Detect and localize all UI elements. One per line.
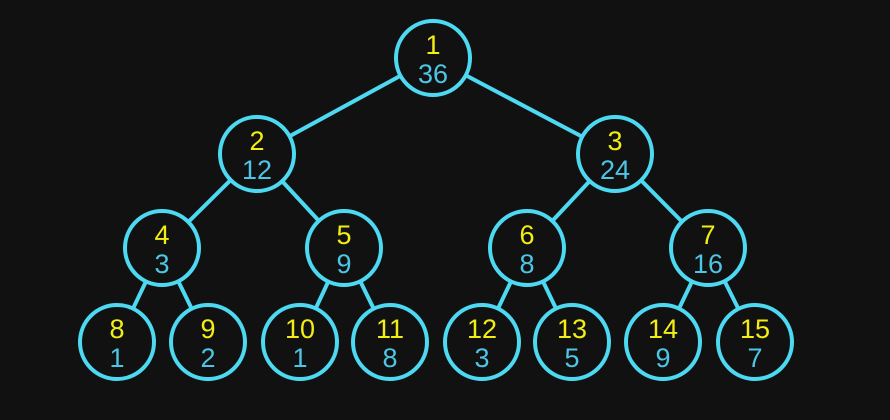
tree-node-value: 9 <box>336 249 351 279</box>
tree-node-circle <box>443 303 521 381</box>
tree-node-value: 8 <box>382 343 397 373</box>
tree-node-index: 1 <box>425 30 440 60</box>
tree-node-circle <box>576 115 654 193</box>
tree-node-circle <box>394 19 472 97</box>
tree-node-value: 5 <box>564 343 579 373</box>
tree-node-index: 4 <box>154 220 169 250</box>
tree-node-1: 136 <box>394 19 472 97</box>
tree-node-index: 10 <box>285 314 315 344</box>
tree-node-value: 12 <box>242 155 272 185</box>
tree-node-12: 123 <box>443 303 521 381</box>
tree-node-value: 1 <box>109 343 124 373</box>
tree-node-6: 68 <box>488 209 566 287</box>
tree-node-3: 324 <box>576 115 654 193</box>
tree-node-value: 2 <box>200 343 215 373</box>
tree-node-index: 14 <box>648 314 678 344</box>
tree-node-9: 92 <box>169 303 247 381</box>
tree-node-circle <box>261 303 339 381</box>
tree-node-value: 24 <box>600 155 630 185</box>
tree-node-value: 8 <box>519 249 534 279</box>
tree-node-circle <box>351 303 429 381</box>
tree-node-circle <box>533 303 611 381</box>
tree-node-value: 7 <box>747 343 762 373</box>
tree-node-5: 59 <box>305 209 383 287</box>
tree-node-11: 118 <box>351 303 429 381</box>
tree-node-value: 36 <box>418 59 448 89</box>
tree-node-15: 157 <box>716 303 794 381</box>
tree-node-value: 3 <box>474 343 489 373</box>
tree-node-8: 81 <box>78 303 156 381</box>
tree-node-circle <box>624 303 702 381</box>
tree-node-circle <box>123 209 201 287</box>
tree-node-circle <box>305 209 383 287</box>
tree-node-index: 3 <box>607 126 622 156</box>
tree-node-index: 8 <box>109 314 124 344</box>
tree-node-13: 135 <box>533 303 611 381</box>
tree-node-index: 11 <box>376 314 404 344</box>
tree-node-circle <box>716 303 794 381</box>
tree-node-10: 101 <box>261 303 339 381</box>
tree-node-value: 1 <box>292 343 307 373</box>
tree-node-2: 212 <box>218 115 296 193</box>
tree-node-circle <box>669 209 747 287</box>
tree-node-index: 13 <box>557 314 587 344</box>
tree-node-4: 43 <box>123 209 201 287</box>
tree-node-index: 2 <box>249 126 264 156</box>
tree-node-index: 9 <box>200 314 215 344</box>
tree-node-circle <box>488 209 566 287</box>
tree-node-index: 6 <box>519 220 534 250</box>
tree-node-value: 16 <box>693 249 723 279</box>
tree-node-7: 716 <box>669 209 747 287</box>
tree-node-14: 149 <box>624 303 702 381</box>
tree-node-index: 15 <box>740 314 770 344</box>
tree-edges <box>115 56 757 344</box>
tree-node-value: 9 <box>655 343 670 373</box>
tree-node-index: 7 <box>700 220 715 250</box>
tree-node-value: 3 <box>154 249 169 279</box>
tree-node-circle <box>78 303 156 381</box>
tree-node-index: 5 <box>336 220 351 250</box>
tree-node-circle <box>218 115 296 193</box>
tree-node-circle <box>169 303 247 381</box>
tree-node-index: 12 <box>467 314 497 344</box>
